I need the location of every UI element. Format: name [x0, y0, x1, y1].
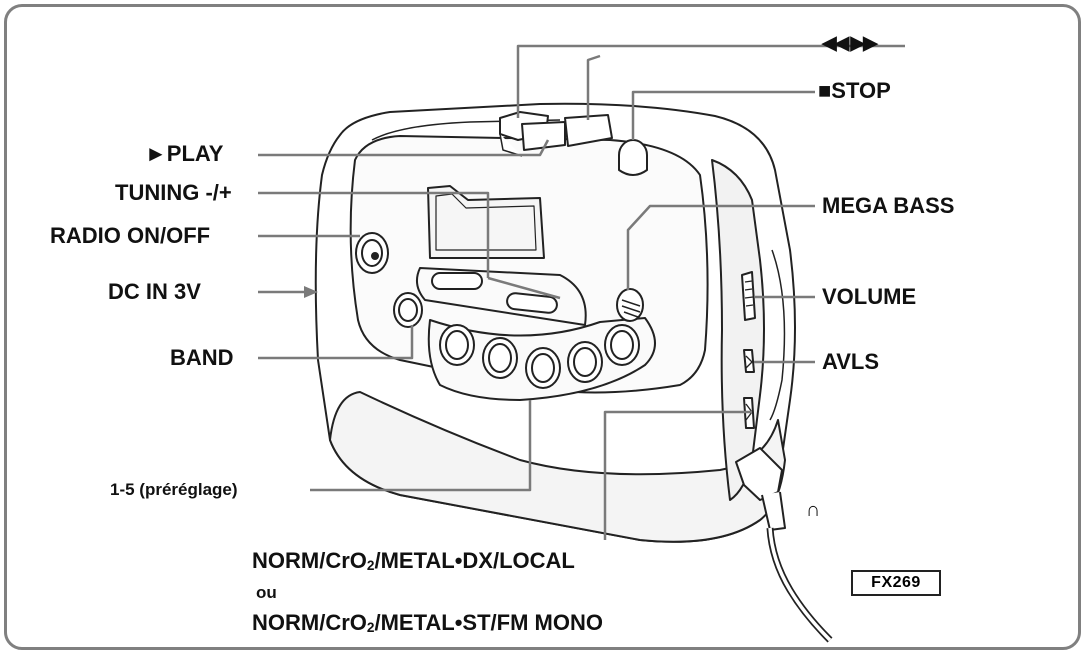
volume-dial [741, 271, 756, 321]
display-window [427, 185, 545, 259]
avls-switch [743, 349, 755, 373]
play-label: ►PLAY [145, 141, 224, 166]
radio-on-off-button [355, 232, 389, 274]
leader-tuning [258, 191, 490, 278]
or-label: ou [256, 583, 277, 602]
model-code-box: FX269 [851, 570, 941, 596]
volume-label: VOLUME [822, 284, 917, 309]
tuning-label: TUNING -/+ [115, 180, 232, 205]
tuning-minus-button [431, 272, 483, 290]
radio-on-off-label: RADIO ON/OFF [50, 223, 211, 248]
avls-label: AVLS [822, 349, 880, 374]
leader-play [258, 139, 550, 157]
leader-lines [258, 44, 905, 540]
presets-label: 1-5 (préréglage) [110, 480, 238, 499]
leader-tuning-split [487, 276, 561, 300]
device-body [314, 102, 833, 643]
leader-rewind-ff [516, 44, 905, 118]
switch-label-dx-local: NORM/CrO2/METAL•DX/LOCAL [252, 548, 575, 574]
leader-band [258, 325, 414, 360]
headphones-icon: ∩ [806, 499, 821, 521]
mega-bass-label: MEGA BASS [822, 193, 955, 218]
leader-rewind-ff-2 [586, 54, 601, 120]
mega-bass-switch [616, 288, 644, 322]
rewind-ff-label: ◀◀ ▶▶ [822, 33, 878, 54]
switch-label-st-mono: NORM/CrO2/METAL•ST/FM MONO [252, 610, 603, 636]
preset-buttons [439, 324, 640, 389]
band-label: BAND [170, 345, 234, 370]
stop-label: ■STOP [818, 78, 891, 103]
leader-stop [631, 90, 815, 140]
leader-switch [603, 410, 752, 540]
leader-mega-bass [626, 204, 815, 290]
leader-presets [310, 400, 532, 492]
dc-in-arrow [258, 286, 318, 298]
headphone-cable [766, 527, 833, 643]
dc-in-label: DC IN 3V [108, 279, 201, 304]
headphone-plug [735, 447, 783, 501]
tuning-plus-button [506, 292, 558, 314]
transport-buttons [499, 111, 613, 157]
